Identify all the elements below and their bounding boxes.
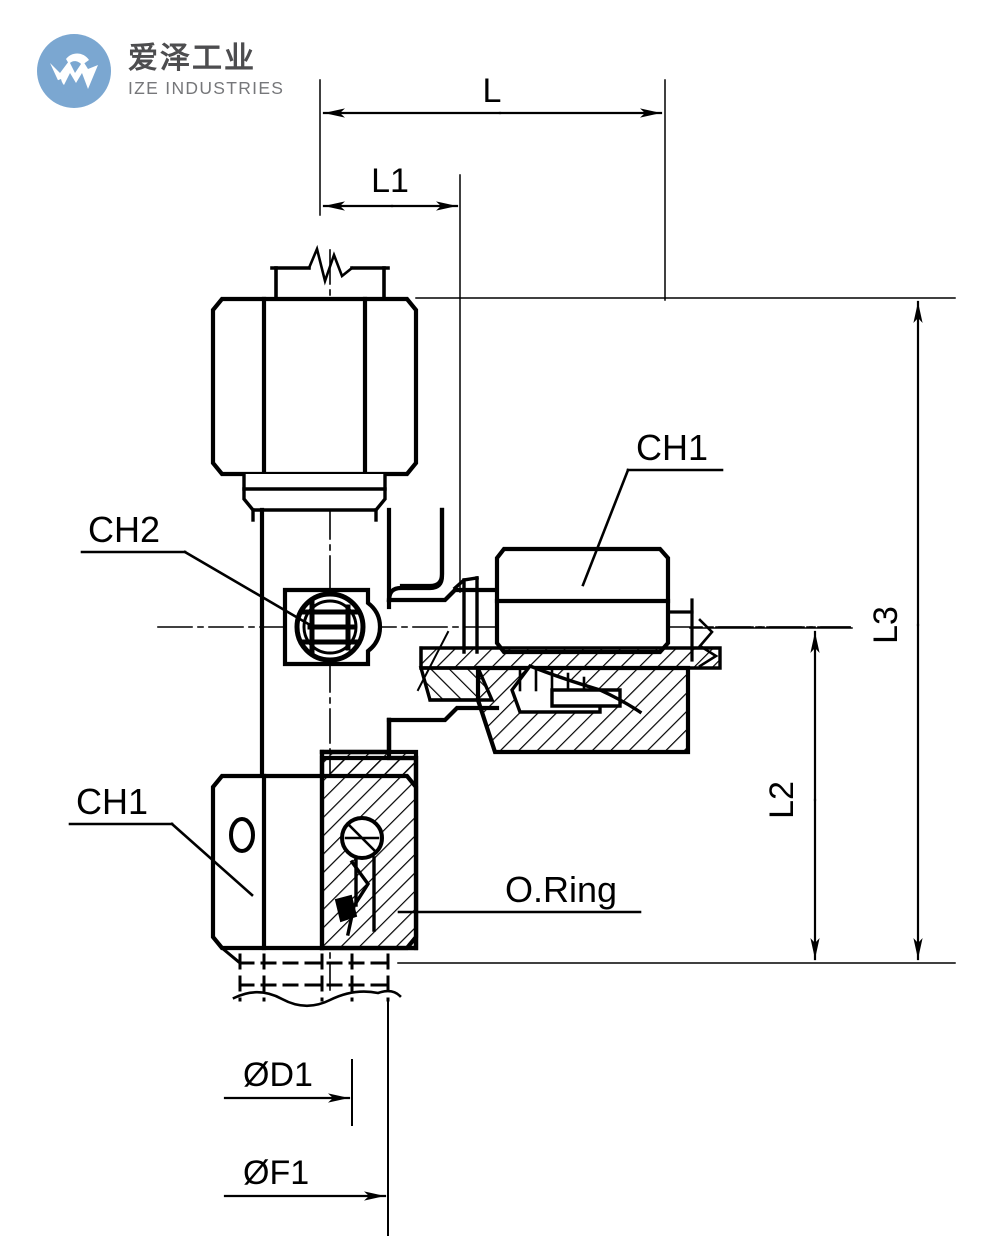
dimension-F1-label: ØF1: [243, 1154, 309, 1192]
callout-ch2-label: CH2: [88, 509, 160, 550]
callout-ch1-top-label: CH1: [636, 427, 708, 468]
top-tube-stub: [270, 266, 390, 302]
dimension-L1-label: L1: [371, 162, 409, 200]
callout-ch1-bottom: [68, 822, 254, 897]
company-watermark: 爱泽工业 IZE INDUSTRIES: [36, 22, 326, 120]
ch2-port-circle: [294, 591, 366, 663]
logo-english-name: IZE INDUSTRIES: [128, 78, 285, 99]
top-nut-collar: [242, 472, 387, 522]
right-upper-bore-lines: [419, 646, 480, 702]
bottom-nut-chamfer: [219, 945, 243, 966]
dimension-D1-label: ØD1: [243, 1056, 313, 1094]
dimension-L2-label: L2: [763, 781, 801, 819]
logo-glyph-arc: [66, 53, 89, 65]
logo-glyph-notch: [56, 79, 86, 99]
right-hex-nut-ch1: [494, 546, 671, 655]
callout-oring-label: O.Ring: [505, 869, 617, 910]
bottom-nut-hole: [229, 817, 255, 853]
right-thread-hatch: [518, 666, 586, 692]
body-vertical-column: [259, 507, 392, 779]
right-collar-small: [452, 576, 479, 654]
section-leader-thin: [416, 630, 450, 692]
logo-chinese-name: 爱泽工业: [128, 40, 256, 76]
dimension-L3-label: L3: [867, 606, 905, 644]
top-break-line: [307, 244, 354, 286]
bottom-break-line: [232, 989, 402, 1008]
right-section-break: [698, 618, 851, 668]
callout-ch1-bottom-label: CH1: [76, 781, 148, 822]
dimension-L-label: L: [483, 72, 502, 110]
callout-ch1-top-leader: [581, 468, 630, 587]
right-section-inner-detail: [510, 663, 643, 715]
ize-logo-icon: [36, 33, 112, 109]
elbow-outline-right: [399, 507, 445, 589]
callout-ch1-top: [581, 468, 724, 587]
callout-ch2-leader: [183, 550, 312, 627]
logo-glyph: [50, 61, 98, 89]
callout-ch2: [80, 550, 312, 627]
logo-text-block: 爱泽工业 IZE INDUSTRIES: [128, 40, 285, 100]
callout-ch1-bottom-leader: [170, 822, 254, 897]
elbow-upper-arm: [386, 507, 445, 610]
top-hex-nut: [210, 296, 419, 477]
bottom-section-hatch-overlay: [319, 717, 419, 951]
